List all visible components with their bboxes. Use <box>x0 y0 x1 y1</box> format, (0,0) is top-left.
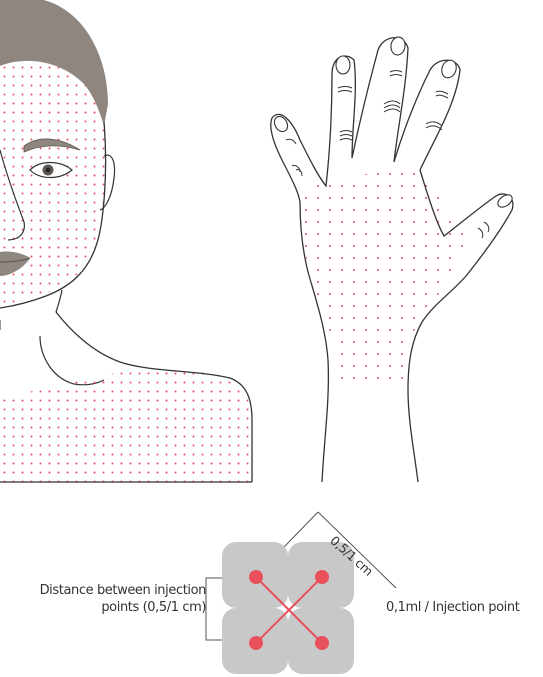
neck-outline <box>56 290 62 312</box>
shoulder-dotted-skin <box>0 370 252 482</box>
distance-label: Distance between injection points (0,5/1… <box>0 582 206 616</box>
hand-illustration <box>271 36 515 482</box>
dose-label: 0,1ml / Injection point <box>386 599 543 616</box>
injection-point <box>315 570 329 584</box>
distance-label-line2: points (0,5/1 cm) <box>0 599 206 616</box>
injection-point <box>315 636 329 650</box>
distance-label-line1: Distance between injection <box>0 582 206 599</box>
injection-point <box>249 636 263 650</box>
injection-pattern <box>206 512 396 674</box>
injection-point <box>249 570 263 584</box>
hand-dotted-skin <box>300 172 466 384</box>
face-illustration <box>0 0 252 482</box>
